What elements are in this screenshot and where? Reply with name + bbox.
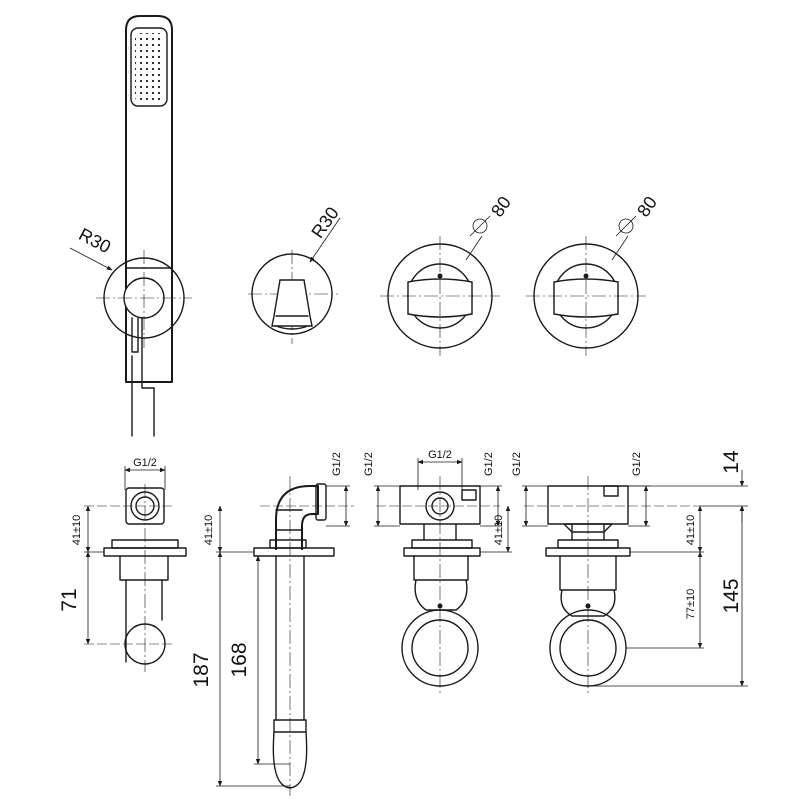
diameter-leader-1 <box>465 235 483 261</box>
diameter-leader-2 <box>611 235 629 261</box>
holder-side-view: G1/2 41±10 71 <box>58 457 187 672</box>
diameter-symbol-slash-2 <box>615 215 637 237</box>
dim-145: 145 <box>720 578 743 613</box>
diameter-symbol-slash-1 <box>469 215 491 237</box>
hand-shower-front-view: R30 <box>69 15 192 437</box>
wall-outlet-front-view: R30 <box>248 203 343 344</box>
diameter-symbol-1 <box>472 218 488 234</box>
dim-187: 187 <box>190 652 213 687</box>
radius-label-2: R30 <box>307 203 342 242</box>
thread-label-2: G1/2 <box>331 452 343 476</box>
tol-label-1: 41±10 <box>71 515 83 546</box>
tol-label-5: 77±10 <box>685 589 697 620</box>
radius-label-1: R30 <box>76 224 115 257</box>
mixer-side-view-2: G1/2 G1/2 41±10 77±10 14 145 <box>511 450 748 696</box>
radius-leader-2 <box>309 217 341 263</box>
diameter-label-2: 80 <box>633 193 661 221</box>
mixer-handle-front-view-1: 80 <box>380 193 515 356</box>
diameter-label-1: 80 <box>487 193 515 221</box>
thread-label-4: G1/2 <box>363 452 375 476</box>
diameter-symbol-2 <box>618 218 634 234</box>
dim-168: 168 <box>228 642 251 677</box>
thread-label-7: G1/2 <box>631 452 643 476</box>
dim-14: 14 <box>720 450 743 474</box>
thread-label-5: G1/2 <box>483 452 495 476</box>
thread-label-1: G1/2 <box>133 457 157 469</box>
radius-leader-1 <box>69 247 113 271</box>
tol-label-3: 41±10 <box>685 515 697 546</box>
tol-label-4: 41±10 <box>493 515 505 546</box>
mixer-side-view-1-extra-dims: 41±10 <box>480 505 512 553</box>
thread-label-3: G1/2 <box>428 449 452 461</box>
mixer-handle-front-view-2: 80 <box>526 193 661 356</box>
tol-label-2: 41±10 <box>203 515 215 546</box>
spout-side-view: G1/2 41±10 187 168 <box>190 452 354 796</box>
thread-label-6: G1/2 <box>511 452 523 476</box>
mixer-side-view-1: G1/2 G1/2 G1/2 <box>363 449 502 696</box>
dim-71: 71 <box>58 588 81 611</box>
